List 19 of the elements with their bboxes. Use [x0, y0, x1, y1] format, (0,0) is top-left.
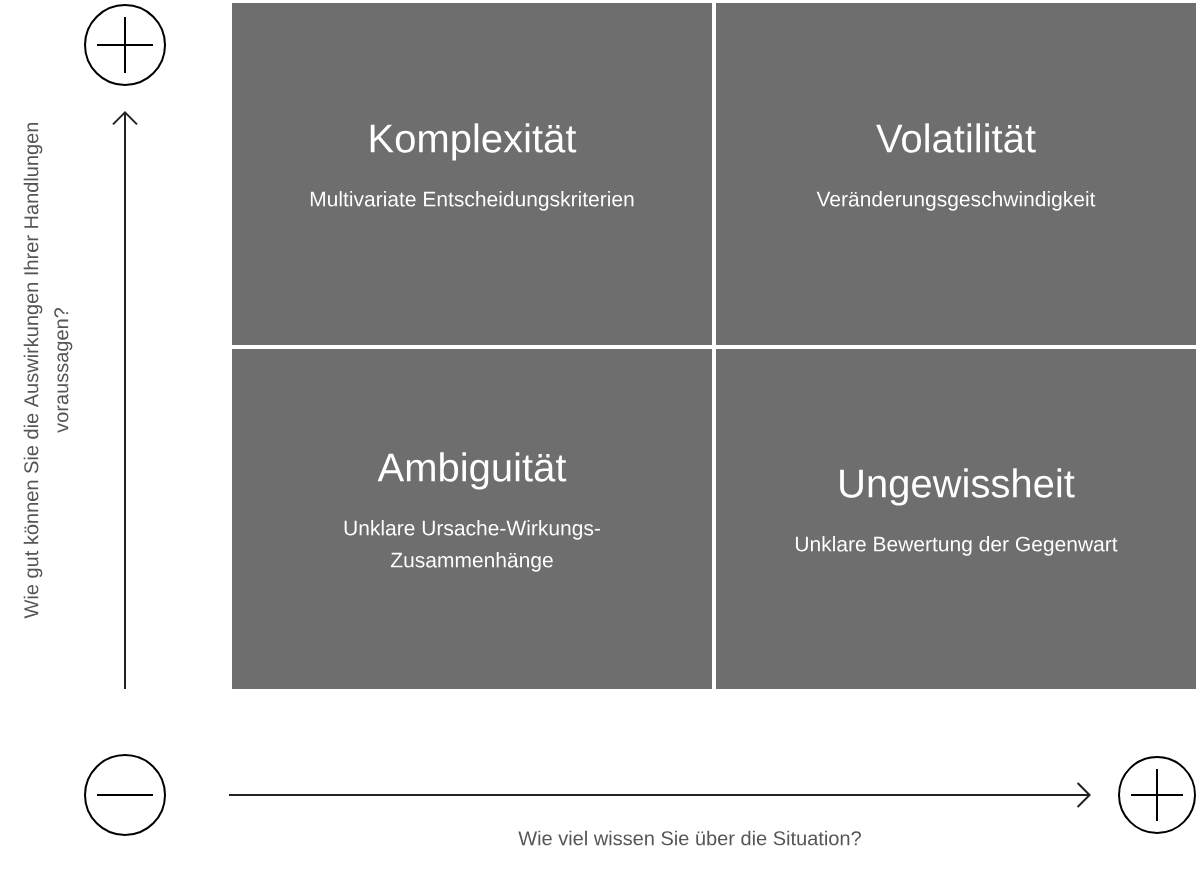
- axis-label: Wie viel wissen Sie über die Situation?: [518, 830, 861, 846]
- quadrant-title: Ungewissheit: [840, 468, 1075, 506]
- quadrant-description: Veränderungsgeschwindigkeit: [816, 191, 1096, 211]
- quadrant-description: Unklare Ursache-Wirkungs- Zusammenhänge: [344, 520, 600, 572]
- axis-arrow: [228, 782, 1091, 808]
- quadrant-box: [232, 349, 712, 689]
- axis-label: Wie gut können Sie die Auswirkungen Ihrer Handlungen voraussagen?: [23, 122, 73, 619]
- quadrant-title: Volatilität: [876, 123, 1036, 153]
- axis-arrow: [112, 111, 138, 690]
- plus-sign-circle: [84, 4, 166, 86]
- quadrant-title: Komplexität: [370, 123, 577, 161]
- quadrant-box: [232, 3, 712, 345]
- quadrant-box: [716, 3, 1196, 345]
- plus-sign-circle: [1118, 756, 1196, 834]
- quadrant-description: Multivariate Entscheidungskriterien: [310, 191, 634, 211]
- quadrant-box: [716, 349, 1196, 689]
- quadrant-description: Unklare Bewertung der Gegenwart: [795, 536, 1118, 556]
- minus-sign-circle: [84, 754, 166, 836]
- quadrant-title: Ambiguität: [377, 452, 567, 490]
